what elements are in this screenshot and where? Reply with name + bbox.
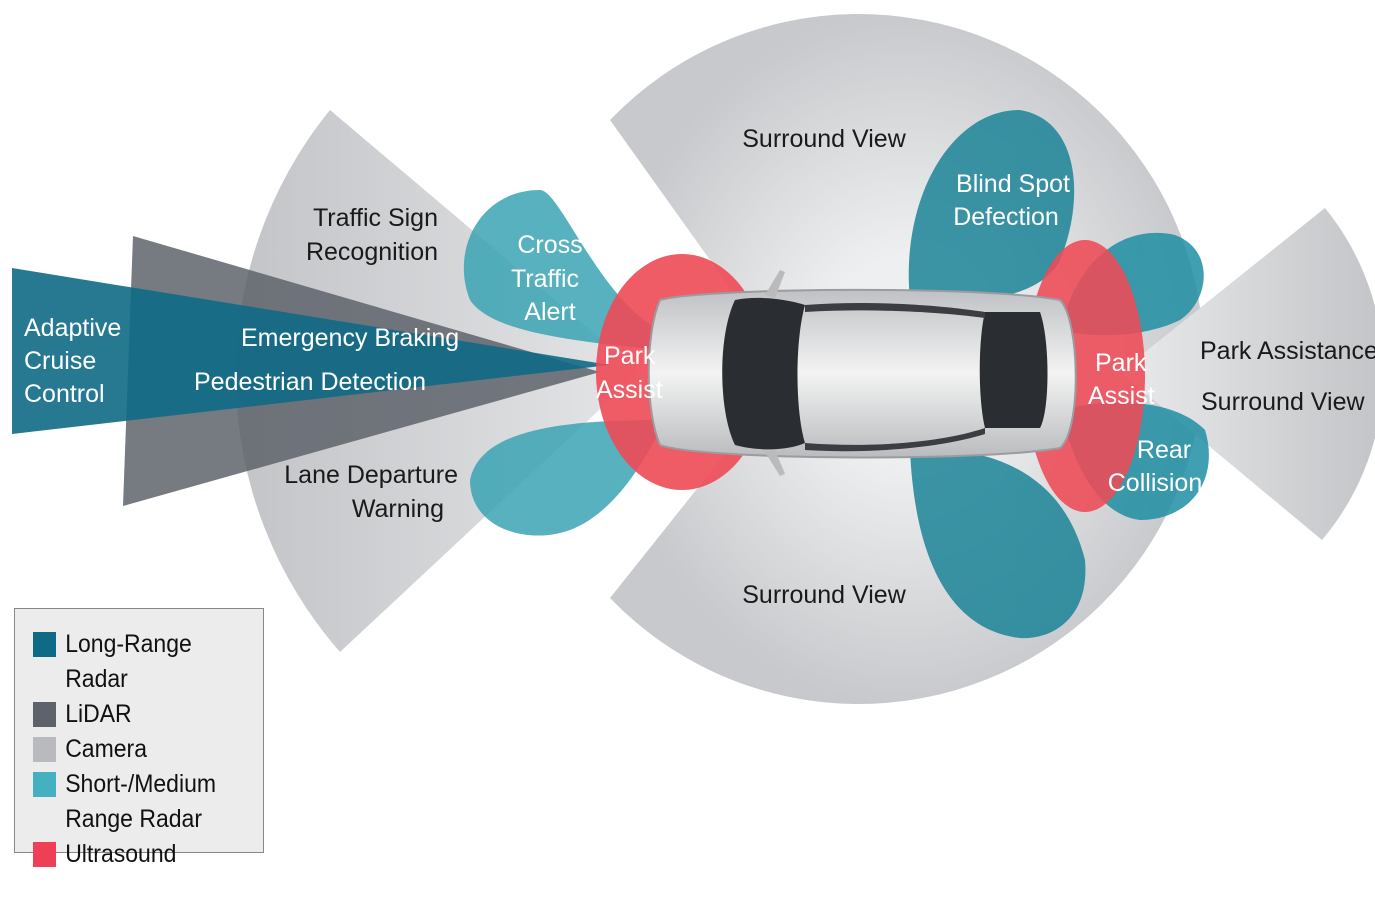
surround-view-bottom-label: Surround View (742, 581, 906, 609)
acc-label-2: Cruise (24, 347, 96, 375)
rear-camera-zone (1120, 208, 1375, 540)
lane-departure-label-1: Lane Departure (284, 461, 458, 489)
traffic-sign-label-1: Traffic Sign (313, 204, 438, 232)
legend-item-lidar: LiDAR (33, 697, 245, 732)
traffic-sign-label-2: Recognition (306, 238, 438, 266)
acc-label-3: Control (24, 380, 105, 408)
park-assist-front-label-2: Assist (596, 376, 663, 404)
surround-view-rear-label: Surround View (1201, 388, 1365, 416)
acc-label-1: Adaptive (24, 314, 121, 342)
legend-swatch (33, 842, 56, 867)
park-assistance-label: Park Assistance (1200, 337, 1375, 365)
blind-spot-label-1: Blind Spot (956, 170, 1070, 198)
blind-spot-label-2: Defection (953, 203, 1059, 231)
car-top-view (647, 270, 1077, 476)
legend-swatch (33, 737, 56, 762)
park-assist-rear-label-2: Assist (1088, 382, 1155, 410)
park-assist-rear-label-1: Park (1095, 349, 1147, 377)
rear-collision-label-1: Rear (1137, 436, 1191, 464)
rear-collision-label-2: Collision (1108, 469, 1202, 497)
emergency-braking-label: Emergency Braking (241, 324, 459, 352)
pedestrian-detection-label: Pedestrian Detection (194, 368, 426, 396)
legend-swatch (33, 632, 56, 657)
legend-item-ultrasound: Ultrasound (33, 837, 245, 872)
lane-departure-label-2: Warning (352, 495, 444, 523)
cross-traffic-label-3: Alert (524, 298, 575, 326)
park-assist-front-label-1: Park (604, 342, 656, 370)
legend-item-long-range-radar: Long-Range Radar (33, 627, 245, 697)
legend: Long-Range Radar LiDAR Camera Short-/Med… (14, 608, 264, 868)
cross-traffic-label-2: Traffic (511, 265, 579, 293)
legend-item-short-medium-radar: Short-/Medium Range Radar (33, 767, 245, 837)
cross-traffic-label-1: Cross (517, 231, 582, 259)
legend-swatch (33, 702, 56, 727)
legend-swatch (33, 772, 56, 797)
legend-item-camera: Camera (33, 732, 245, 767)
long-range-radar-zone (12, 268, 610, 434)
surround-view-top-label: Surround View (742, 125, 906, 153)
